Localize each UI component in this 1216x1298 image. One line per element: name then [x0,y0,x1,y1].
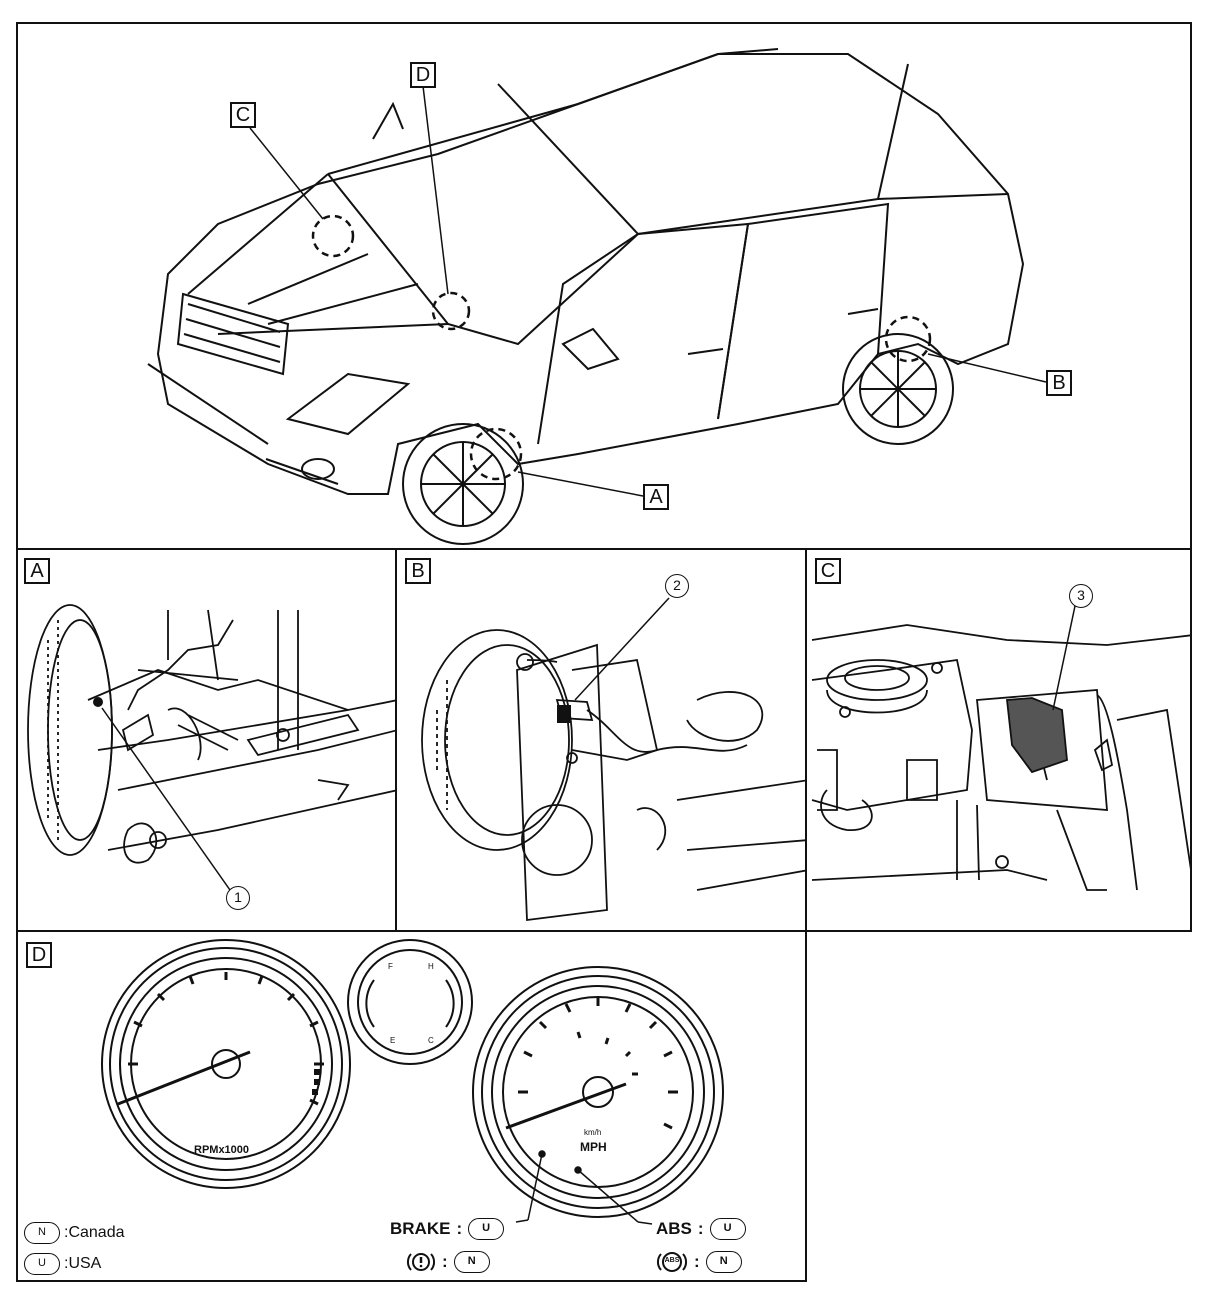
detail-panel-c: C 3 [805,548,1192,932]
abs-code: U [709,1218,746,1240]
combination-meter-illustration [101,939,724,1225]
abs-actuator-unit [1006,697,1068,774]
fuel-f-label: F [388,962,393,971]
abs-warning-icon: ABS [656,1250,688,1274]
abs-indicator-row: ABS : U [656,1218,746,1240]
part-number-3: 3 [1069,584,1093,608]
part-number-1: 1 [226,886,250,910]
brake-code: U [468,1218,505,1240]
callout-b: B [1046,370,1072,396]
callout-a: A [643,484,669,510]
rear-wheel-sensor-illustration [421,597,805,922]
vehicle-illustration [147,48,1047,545]
location-c-marker [311,214,355,258]
location-a-marker [469,427,523,481]
temp-h-label: H [428,962,434,971]
detail-panel-b: B 2 [395,548,807,932]
panel-d-label: D [26,942,52,968]
brake-icon-separator: : [442,1252,448,1271]
fuel-e-label: E [390,1036,396,1045]
part-number-2: 2 [665,574,689,598]
legend-usa: U :USA [24,1253,101,1275]
location-b-marker [884,315,932,363]
temp-c-label: C [428,1036,434,1045]
brake-indicator-row: BRAKE : U [390,1218,505,1240]
legend-usa-label: :USA [64,1255,102,1272]
location-d-marker [431,291,471,331]
legend-canada-code: N [24,1222,60,1244]
panel-c-label: C [815,558,841,584]
speedometer-needle [505,1082,627,1130]
front-sensor-connector [93,697,103,707]
rear-sensor-connector [557,705,571,723]
callout-c: C [230,102,256,128]
vehicle-overview-panel: C D A B [16,22,1192,550]
tachometer-label: RPMx1000 [194,1144,250,1156]
callout-d: D [410,62,436,88]
abs-icon-separator: : [694,1252,700,1271]
abs-separator: : [697,1219,704,1238]
legend-usa-code: U [24,1253,60,1275]
speedometer-sublabel: km/h [584,1128,602,1137]
tachometer-needle [117,1050,251,1106]
abs-icon-code: N [705,1251,742,1273]
brake-warning-icon [406,1250,436,1274]
detail-panel-d: D RPMx1000 km/h MPH F H E C N :Canada U … [16,930,807,1282]
panel-b-label: B [405,558,431,584]
legend-canada-label: :Canada [64,1224,125,1241]
abs-actuator-illustration [811,605,1190,891]
front-wheel-sensor-illustration [27,604,395,891]
speedometer-label: MPH [580,1140,607,1154]
fuel-temp-gauge [347,939,473,1065]
detail-panel-a: A 1 [16,548,397,932]
brake-icon-code: N [453,1251,490,1273]
brake-label: BRAKE [390,1219,451,1238]
legend-canada: N :Canada [24,1222,125,1244]
abs-icon-text: ABS [664,1257,680,1264]
brake-icon-row: : N [406,1250,490,1274]
abs-label: ABS [656,1219,692,1238]
panel-a-label: A [24,558,50,584]
tachometer [101,939,351,1189]
speedometer [472,966,724,1218]
brake-separator: : [456,1219,463,1238]
abs-icon-row: ABS : N [656,1250,742,1274]
